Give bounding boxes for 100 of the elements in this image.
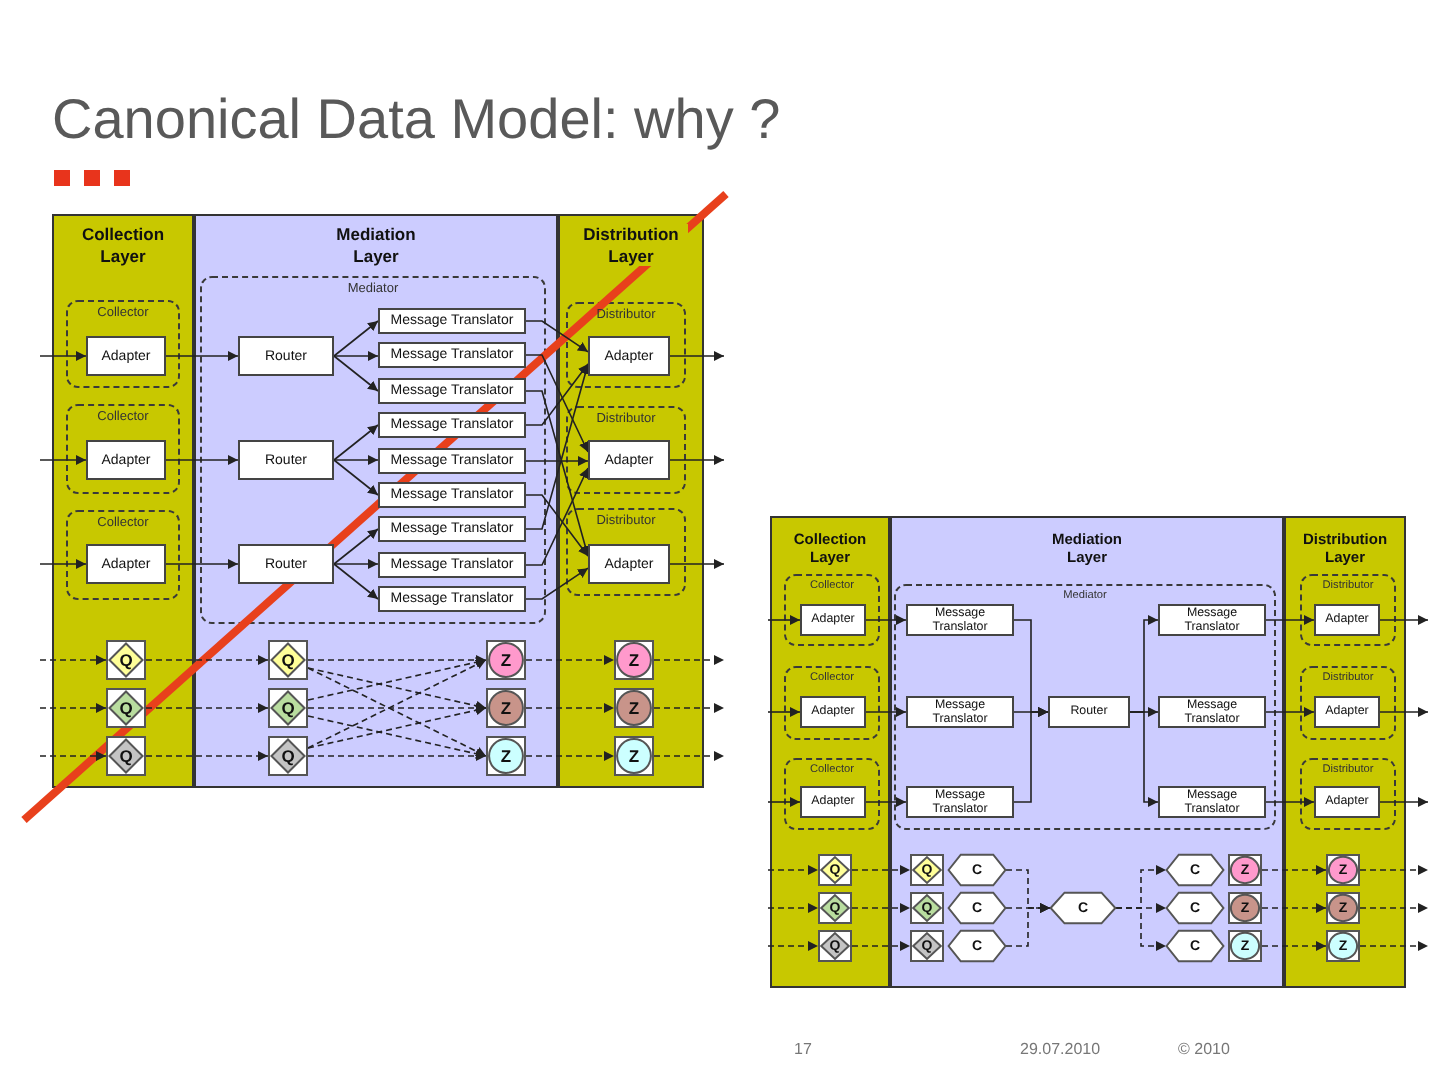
arrow	[767, 941, 819, 951]
arrow	[653, 751, 725, 761]
arrow	[525, 354, 589, 453]
dashed-group-box	[784, 758, 880, 830]
arrow	[307, 705, 487, 749]
arrow	[165, 559, 239, 569]
dashed-group-box	[66, 510, 180, 600]
arrow	[669, 559, 725, 569]
layer-band	[1284, 516, 1406, 988]
layer-band	[890, 516, 1284, 988]
arrow	[525, 655, 615, 665]
slide-title: Canonical Data Model: why ?	[52, 88, 781, 152]
arrow	[767, 615, 801, 625]
arrow	[165, 351, 239, 361]
circle-node: Z	[486, 688, 526, 728]
arrow	[1261, 903, 1327, 913]
page-number: 17	[794, 1040, 812, 1060]
dashed-group-box	[66, 300, 180, 388]
arrow	[1265, 797, 1315, 807]
arrow	[1359, 865, 1429, 875]
dashed-group-box	[200, 276, 546, 624]
arrow	[851, 903, 911, 913]
arrow	[767, 903, 819, 913]
arrow	[1005, 903, 1051, 947]
layer-band	[194, 214, 558, 788]
circle-node: Z	[486, 736, 526, 776]
arrow	[1261, 941, 1327, 951]
arrow	[39, 455, 87, 465]
layer-band	[52, 214, 194, 788]
dashed-group-box	[1300, 758, 1396, 830]
arrow	[307, 715, 487, 759]
arrow	[525, 751, 615, 761]
diamond-node: Q	[268, 688, 308, 728]
diamond-node: Q	[106, 640, 146, 680]
arrow	[165, 455, 239, 465]
arrow	[865, 707, 907, 717]
arrow	[1261, 865, 1327, 875]
circle-node: Z	[614, 736, 654, 776]
arrow	[525, 320, 589, 353]
arrow	[307, 655, 487, 665]
layer-band	[770, 516, 890, 988]
dashed-group-box	[1300, 574, 1396, 646]
date-text: 29.07.2010	[1020, 1040, 1101, 1060]
arrow	[1129, 711, 1159, 807]
arrow	[39, 559, 87, 569]
arrow	[145, 703, 269, 713]
arrow	[525, 467, 589, 566]
arrow	[1379, 797, 1429, 807]
arrow	[851, 941, 911, 951]
arrow	[653, 703, 725, 713]
diamond-node: Q	[268, 736, 308, 776]
circle-node: Z	[486, 640, 526, 680]
arrow	[333, 563, 379, 600]
diamond-node: Q	[268, 640, 308, 680]
arrow	[669, 455, 725, 465]
arrow	[333, 320, 379, 357]
dashed-group-box	[566, 508, 686, 596]
arrow	[1265, 615, 1315, 625]
arrow	[39, 351, 87, 361]
arrow	[669, 351, 725, 361]
arrow	[767, 865, 819, 875]
arrow	[39, 751, 107, 761]
dashed-group-box	[784, 666, 880, 740]
arrow	[865, 797, 907, 807]
arrow	[145, 751, 269, 761]
arrow	[307, 703, 487, 713]
arrow	[39, 703, 107, 713]
arrow	[333, 424, 379, 461]
arrow	[1379, 707, 1429, 717]
arrow	[767, 707, 801, 717]
arrow	[767, 797, 801, 807]
arrow	[525, 390, 591, 557]
arrow	[333, 459, 379, 496]
arrow	[653, 655, 725, 665]
arrow	[333, 559, 379, 569]
arrow	[525, 363, 589, 426]
arrow	[307, 657, 487, 701]
dashed-group-box	[894, 584, 1276, 830]
dashed-group-box	[784, 574, 880, 646]
diamond-node: Q	[106, 736, 146, 776]
diamond-node: Q	[106, 688, 146, 728]
arrow	[1379, 615, 1429, 625]
arrow	[333, 355, 379, 392]
arrow	[525, 456, 589, 466]
layer-band	[558, 214, 704, 788]
arrow	[1359, 903, 1429, 913]
dashed-group-box	[566, 302, 686, 388]
arrow	[39, 655, 107, 665]
arrow	[307, 751, 487, 761]
arrow	[1115, 907, 1167, 951]
arrow	[145, 655, 269, 665]
arrow	[333, 455, 379, 465]
circle-node: Z	[614, 688, 654, 728]
arrow	[525, 363, 591, 530]
arrow	[525, 703, 615, 713]
arrow	[525, 494, 589, 557]
dashed-group-box	[566, 406, 686, 494]
arrow	[525, 567, 589, 600]
arrow	[1265, 707, 1315, 717]
arrow	[333, 528, 379, 565]
